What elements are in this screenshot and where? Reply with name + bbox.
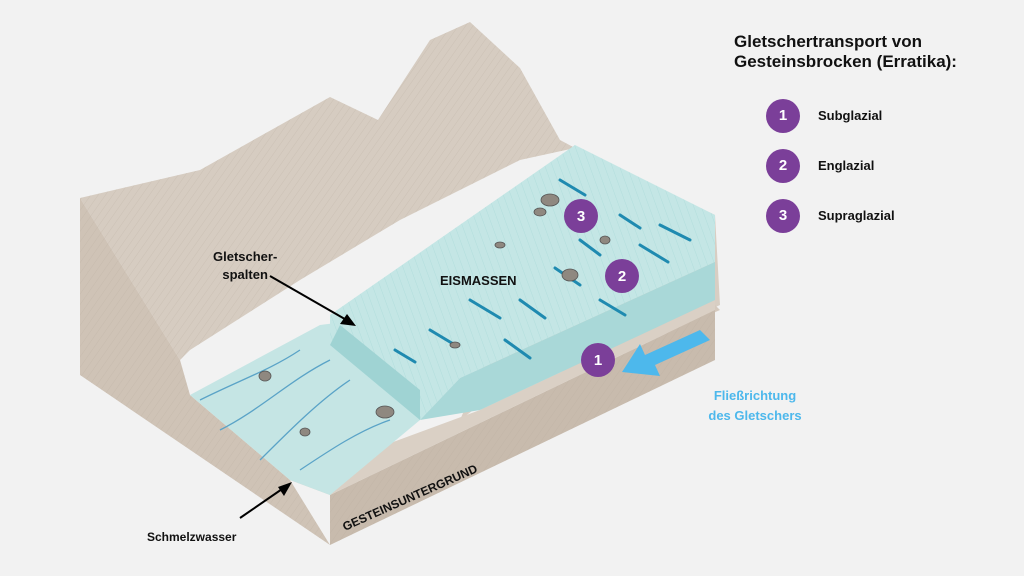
crevasses-label: Gletscher- spalten xyxy=(213,248,277,283)
meltwater-label: Schmelzwasser xyxy=(147,530,237,544)
marker-subglacial: 1 xyxy=(581,343,615,377)
flow-direction-line1: Fließrichtung xyxy=(713,388,797,403)
crevasses-label-line1: Gletscher- xyxy=(213,249,278,264)
legend-badge-1: 1 xyxy=(766,98,800,133)
legend-item-subglacial: 1 Subglazial xyxy=(766,91,1014,141)
legend-title-line2: Gesteinsbrocken (Erratika): xyxy=(734,52,957,72)
legend-badge-number: 2 xyxy=(778,157,788,175)
marker-englacial: 2 xyxy=(605,259,639,293)
marker-subglacial-number: 1 xyxy=(593,351,603,369)
legend-badge-3: 3 xyxy=(766,198,800,233)
legend-badge-2: 2 xyxy=(766,148,800,183)
legend-title: Gletschertransport von Gesteinsbrocken (… xyxy=(734,32,1014,73)
legend-item-supraglacial: 3 Supraglazial xyxy=(766,191,1014,241)
flow-arrow xyxy=(622,330,710,376)
crevasse-pointer xyxy=(269,275,351,323)
marker-supraglacial: 3 xyxy=(564,199,598,233)
glacier-front xyxy=(420,262,715,420)
legend-label-englacial: Englazial xyxy=(818,158,875,174)
meltwater-pointer xyxy=(239,486,286,519)
legend-label-subglacial: Subglazial xyxy=(818,108,883,124)
flow-direction-label: Fließrichtung des Gletschers xyxy=(690,386,820,425)
legend-badge-number: 3 xyxy=(778,207,788,225)
legend-label-supraglacial: Supraglazial xyxy=(818,208,895,224)
flow-direction-line2: des Gletschers xyxy=(708,407,802,423)
crevasses-label-line2: spalten xyxy=(222,266,268,282)
ice-mass-label: EISMASSEN xyxy=(440,273,517,288)
legend-badge-number: 1 xyxy=(778,107,788,125)
legend: Gletschertransport von Gesteinsbrocken (… xyxy=(734,32,1014,241)
legend-item-englacial: 2 Englazial xyxy=(766,141,1014,191)
legend-title-line1: Gletschertransport von xyxy=(734,32,922,51)
marker-supraglacial-number: 3 xyxy=(576,207,586,225)
marker-englacial-number: 2 xyxy=(617,267,627,285)
